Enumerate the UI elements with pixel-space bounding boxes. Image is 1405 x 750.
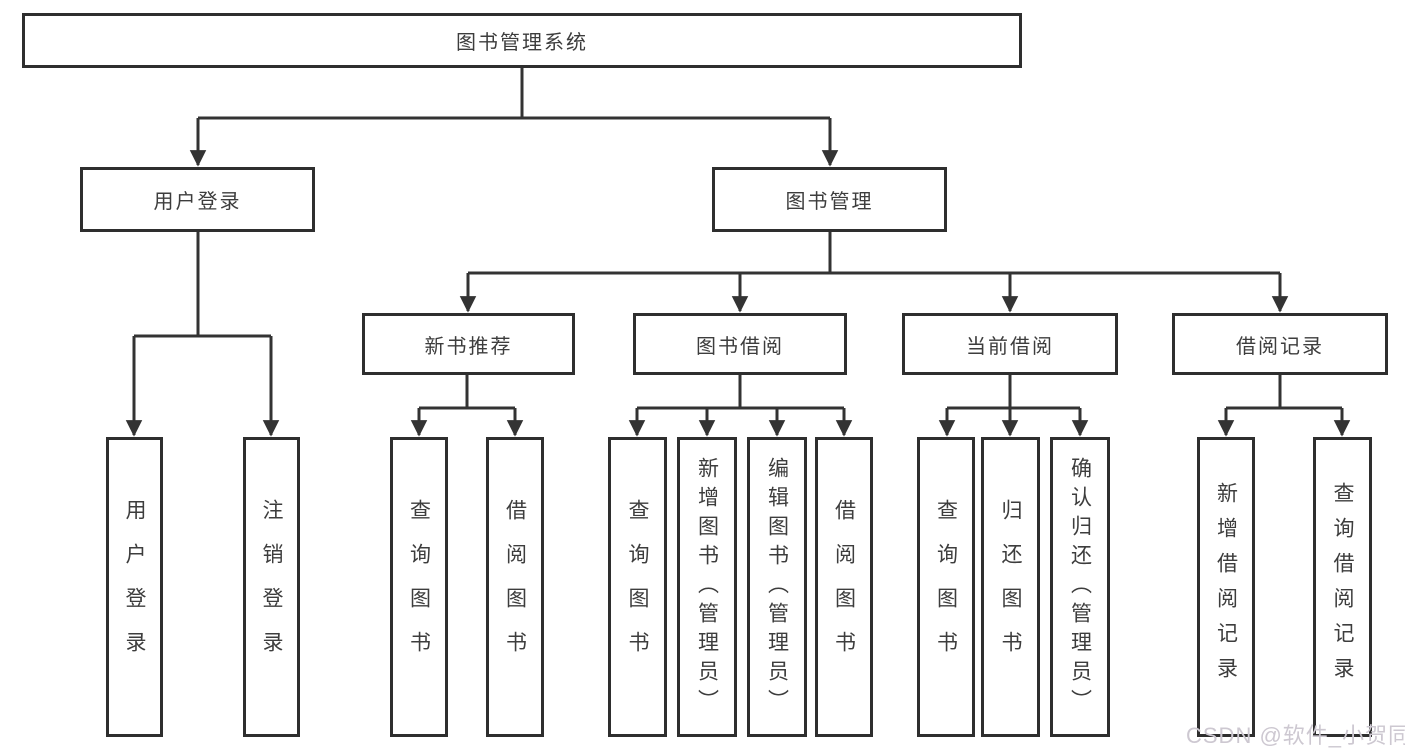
leaf-borrow-books-1: 借阅图书 <box>486 437 544 737</box>
leaf-confirm-return-admin: 确认归还（管理员） <box>1050 437 1110 737</box>
node-current-borrowing: 当前借阅 <box>902 313 1118 375</box>
leaf-confirm-return-admin-label: 确认归还（管理员） <box>1068 456 1092 718</box>
leaf-query-borrow-record: 查询借阅记录 <box>1313 437 1372 737</box>
leaf-query-borrow-record-label: 查询借阅记录 <box>1331 482 1354 692</box>
leaf-edit-books-admin-label: 编辑图书（管理员） <box>765 456 789 718</box>
leaf-logout: 注销登录 <box>243 437 300 737</box>
leaf-query-books-2-label: 查询图书 <box>626 499 649 675</box>
leaf-query-books-1-label: 查询图书 <box>407 499 431 675</box>
leaf-user-login: 用户登录 <box>106 437 163 737</box>
leaf-add-books-admin: 新增图书（管理员） <box>677 437 737 737</box>
leaf-borrow-books-2: 借阅图书 <box>815 437 873 737</box>
leaf-user-login-label: 用户登录 <box>123 499 146 675</box>
leaf-borrow-books-1-label: 借阅图书 <box>503 499 527 675</box>
leaf-query-books-3: 查询图书 <box>917 437 975 737</box>
leaf-borrow-books-2-label: 借阅图书 <box>832 499 856 675</box>
leaf-return-books-label: 归还图书 <box>999 499 1022 675</box>
leaf-return-books: 归还图书 <box>981 437 1040 737</box>
leaf-edit-books-admin: 编辑图书（管理员） <box>747 437 807 737</box>
leaf-add-borrow-record-label: 新增借阅记录 <box>1214 482 1238 692</box>
node-book-borrowing: 图书借阅 <box>633 313 847 375</box>
node-user-login: 用户登录 <box>80 167 315 232</box>
leaf-add-books-admin-label: 新增图书（管理员） <box>695 456 719 718</box>
leaf-query-books-1: 查询图书 <box>390 437 448 737</box>
csdn-watermark: CSDN @软件_小贺同学 <box>1186 723 1405 748</box>
leaf-query-books-3-label: 查询图书 <box>934 499 958 675</box>
node-new-book-recommend: 新书推荐 <box>362 313 575 375</box>
leaf-add-borrow-record: 新增借阅记录 <box>1197 437 1255 737</box>
node-library-system: 图书管理系统 <box>22 13 1022 68</box>
leaf-query-books-2: 查询图书 <box>608 437 667 737</box>
node-borrow-records: 借阅记录 <box>1172 313 1388 375</box>
leaf-logout-label: 注销登录 <box>260 499 283 675</box>
node-book-management: 图书管理 <box>712 167 947 232</box>
